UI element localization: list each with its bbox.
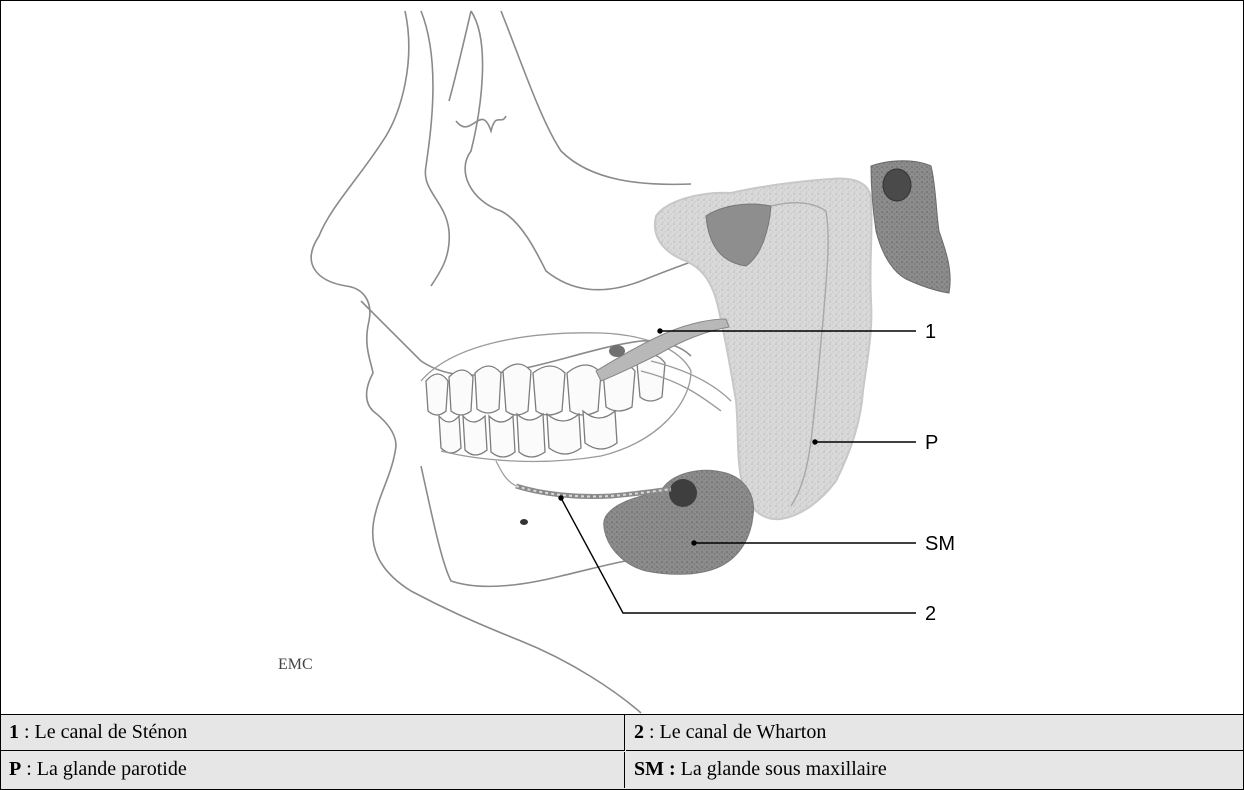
leader-dot-p [813,440,817,444]
label-1: 1 [925,321,936,343]
anatomy-illustration: 1 P SM 2 EMC [1,1,1243,715]
legend-text-sm: La glande sous maxillaire [676,758,887,780]
legend-text-2: : Le canal de Wharton [644,721,826,743]
teeth [426,355,665,457]
legend-cell-p: P : La glande parotide [1,752,625,788]
legend-table: 1 : Le canal de Sténon 2 : Le canal de W… [1,715,1243,789]
leader-dot-sm [692,541,696,545]
submandibular-dark-node [669,479,697,507]
emc-logo: EMC [278,656,313,673]
legend-key-sm: SM : [634,758,676,780]
leader-dot-1 [658,329,662,333]
legend-cell-2: 2 : Le canal de Wharton [626,715,1243,751]
ear-canal [883,169,911,201]
face-profile [311,11,761,713]
legend-key-p: P [9,758,21,780]
label-2: 2 [925,603,936,625]
leader-dot-2 [559,496,563,500]
legend-key-1: 1 [9,721,19,743]
legend-text-p: : La glande parotide [21,758,187,780]
label-p: P [925,432,938,454]
mental-dot [520,519,528,525]
label-sm: SM [925,533,955,555]
salivary-glands-diagram: 1 P SM 2 EMC [1,1,1243,714]
legend-key-2: 2 [634,721,644,743]
legend-cell-sm: SM : La glande sous maxillaire [626,752,1243,788]
legend-cell-1: 1 : Le canal de Sténon [1,715,625,751]
stensen-papilla [609,345,625,357]
legend-text-1: : Le canal de Sténon [19,721,187,743]
